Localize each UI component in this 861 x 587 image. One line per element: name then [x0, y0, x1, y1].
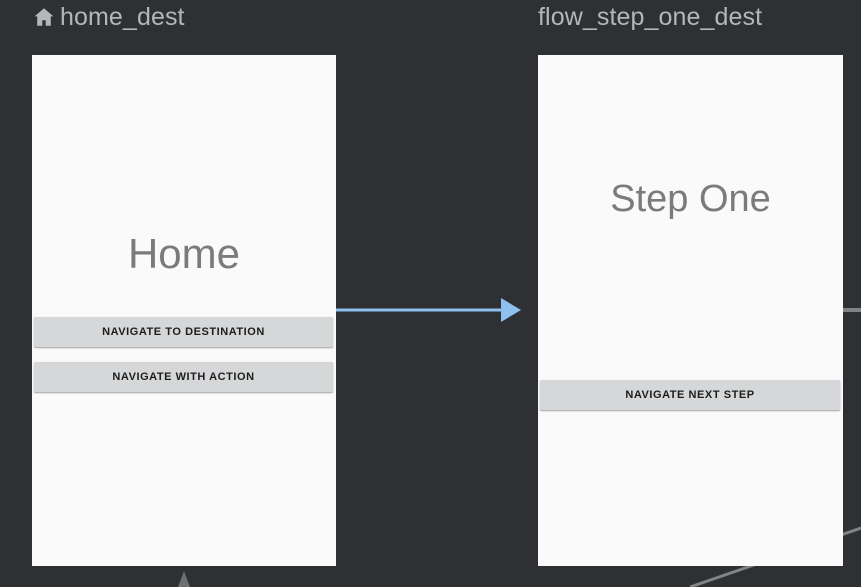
node-title-home-dest: home_dest	[60, 2, 185, 31]
node-surface-home-dest[interactable]: Home NAVIGATE TO DESTINATION NAVIGATE WI…	[32, 55, 336, 566]
navigate-next-step-button[interactable]: NAVIGATE NEXT STEP	[540, 380, 840, 410]
home-icon	[34, 8, 54, 26]
node-home-dest[interactable]: home_dest Home NAVIGATE TO DESTINATION N…	[32, 0, 336, 566]
node-title-flow-step-one-dest: flow_step_one_dest	[538, 2, 763, 31]
node-header-flow-step-one-dest[interactable]: flow_step_one_dest	[538, 0, 762, 34]
node-surface-flow-step-one-dest[interactable]: Step One NAVIGATE NEXT STEP	[538, 55, 843, 566]
incoming-arrowhead-home	[178, 571, 190, 587]
connector-arrowhead-step-one	[501, 298, 521, 322]
navigate-to-destination-button[interactable]: NAVIGATE TO DESTINATION	[34, 317, 333, 347]
screen-label-step-one: Step One	[610, 178, 771, 220]
node-flow-step-one-dest[interactable]: flow_step_one_dest Step One NAVIGATE NEX…	[538, 0, 843, 566]
node-header-home-dest[interactable]: home_dest	[32, 0, 185, 34]
screen-label-home: Home	[127, 230, 241, 277]
navigate-with-action-button[interactable]: NAVIGATE WITH ACTION	[34, 362, 333, 392]
